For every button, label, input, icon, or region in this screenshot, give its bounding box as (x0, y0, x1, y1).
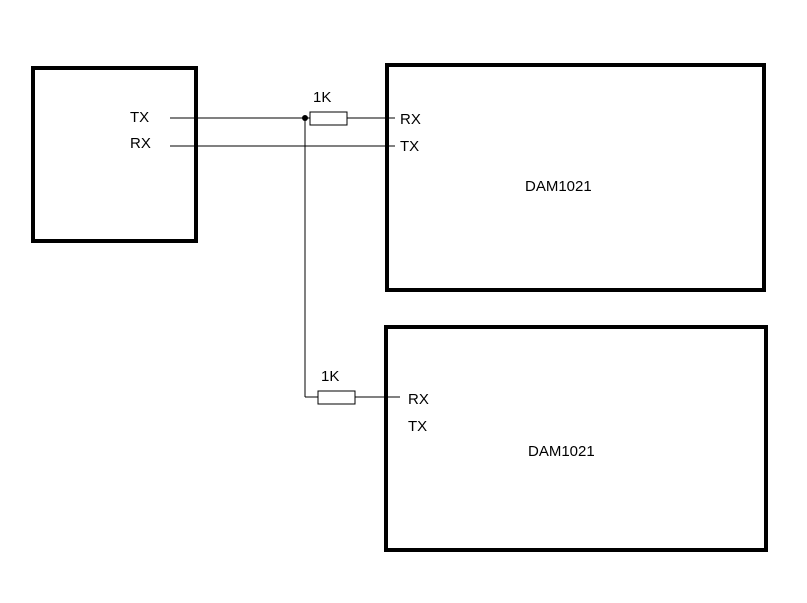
device-bottom-box (384, 325, 768, 552)
device-top-rx-label: RX (400, 111, 421, 128)
left-module-box (31, 66, 198, 243)
device-bottom-tx-label: TX (408, 418, 427, 435)
device-bottom-rx-label: RX (408, 391, 429, 408)
device-top-box (385, 63, 766, 292)
device-top-tx-label: TX (400, 138, 419, 155)
resistor-top-value: 1K (313, 89, 331, 106)
resistor-bottom (317, 390, 356, 405)
resistor-top (309, 111, 348, 126)
left-module-rx-label: RX (130, 135, 151, 152)
device-top-name: DAM1021 (525, 178, 592, 195)
resistor-bottom-value: 1K (321, 368, 339, 385)
device-bottom-name: DAM1021 (528, 443, 595, 460)
left-module-tx-label: TX (130, 109, 149, 126)
